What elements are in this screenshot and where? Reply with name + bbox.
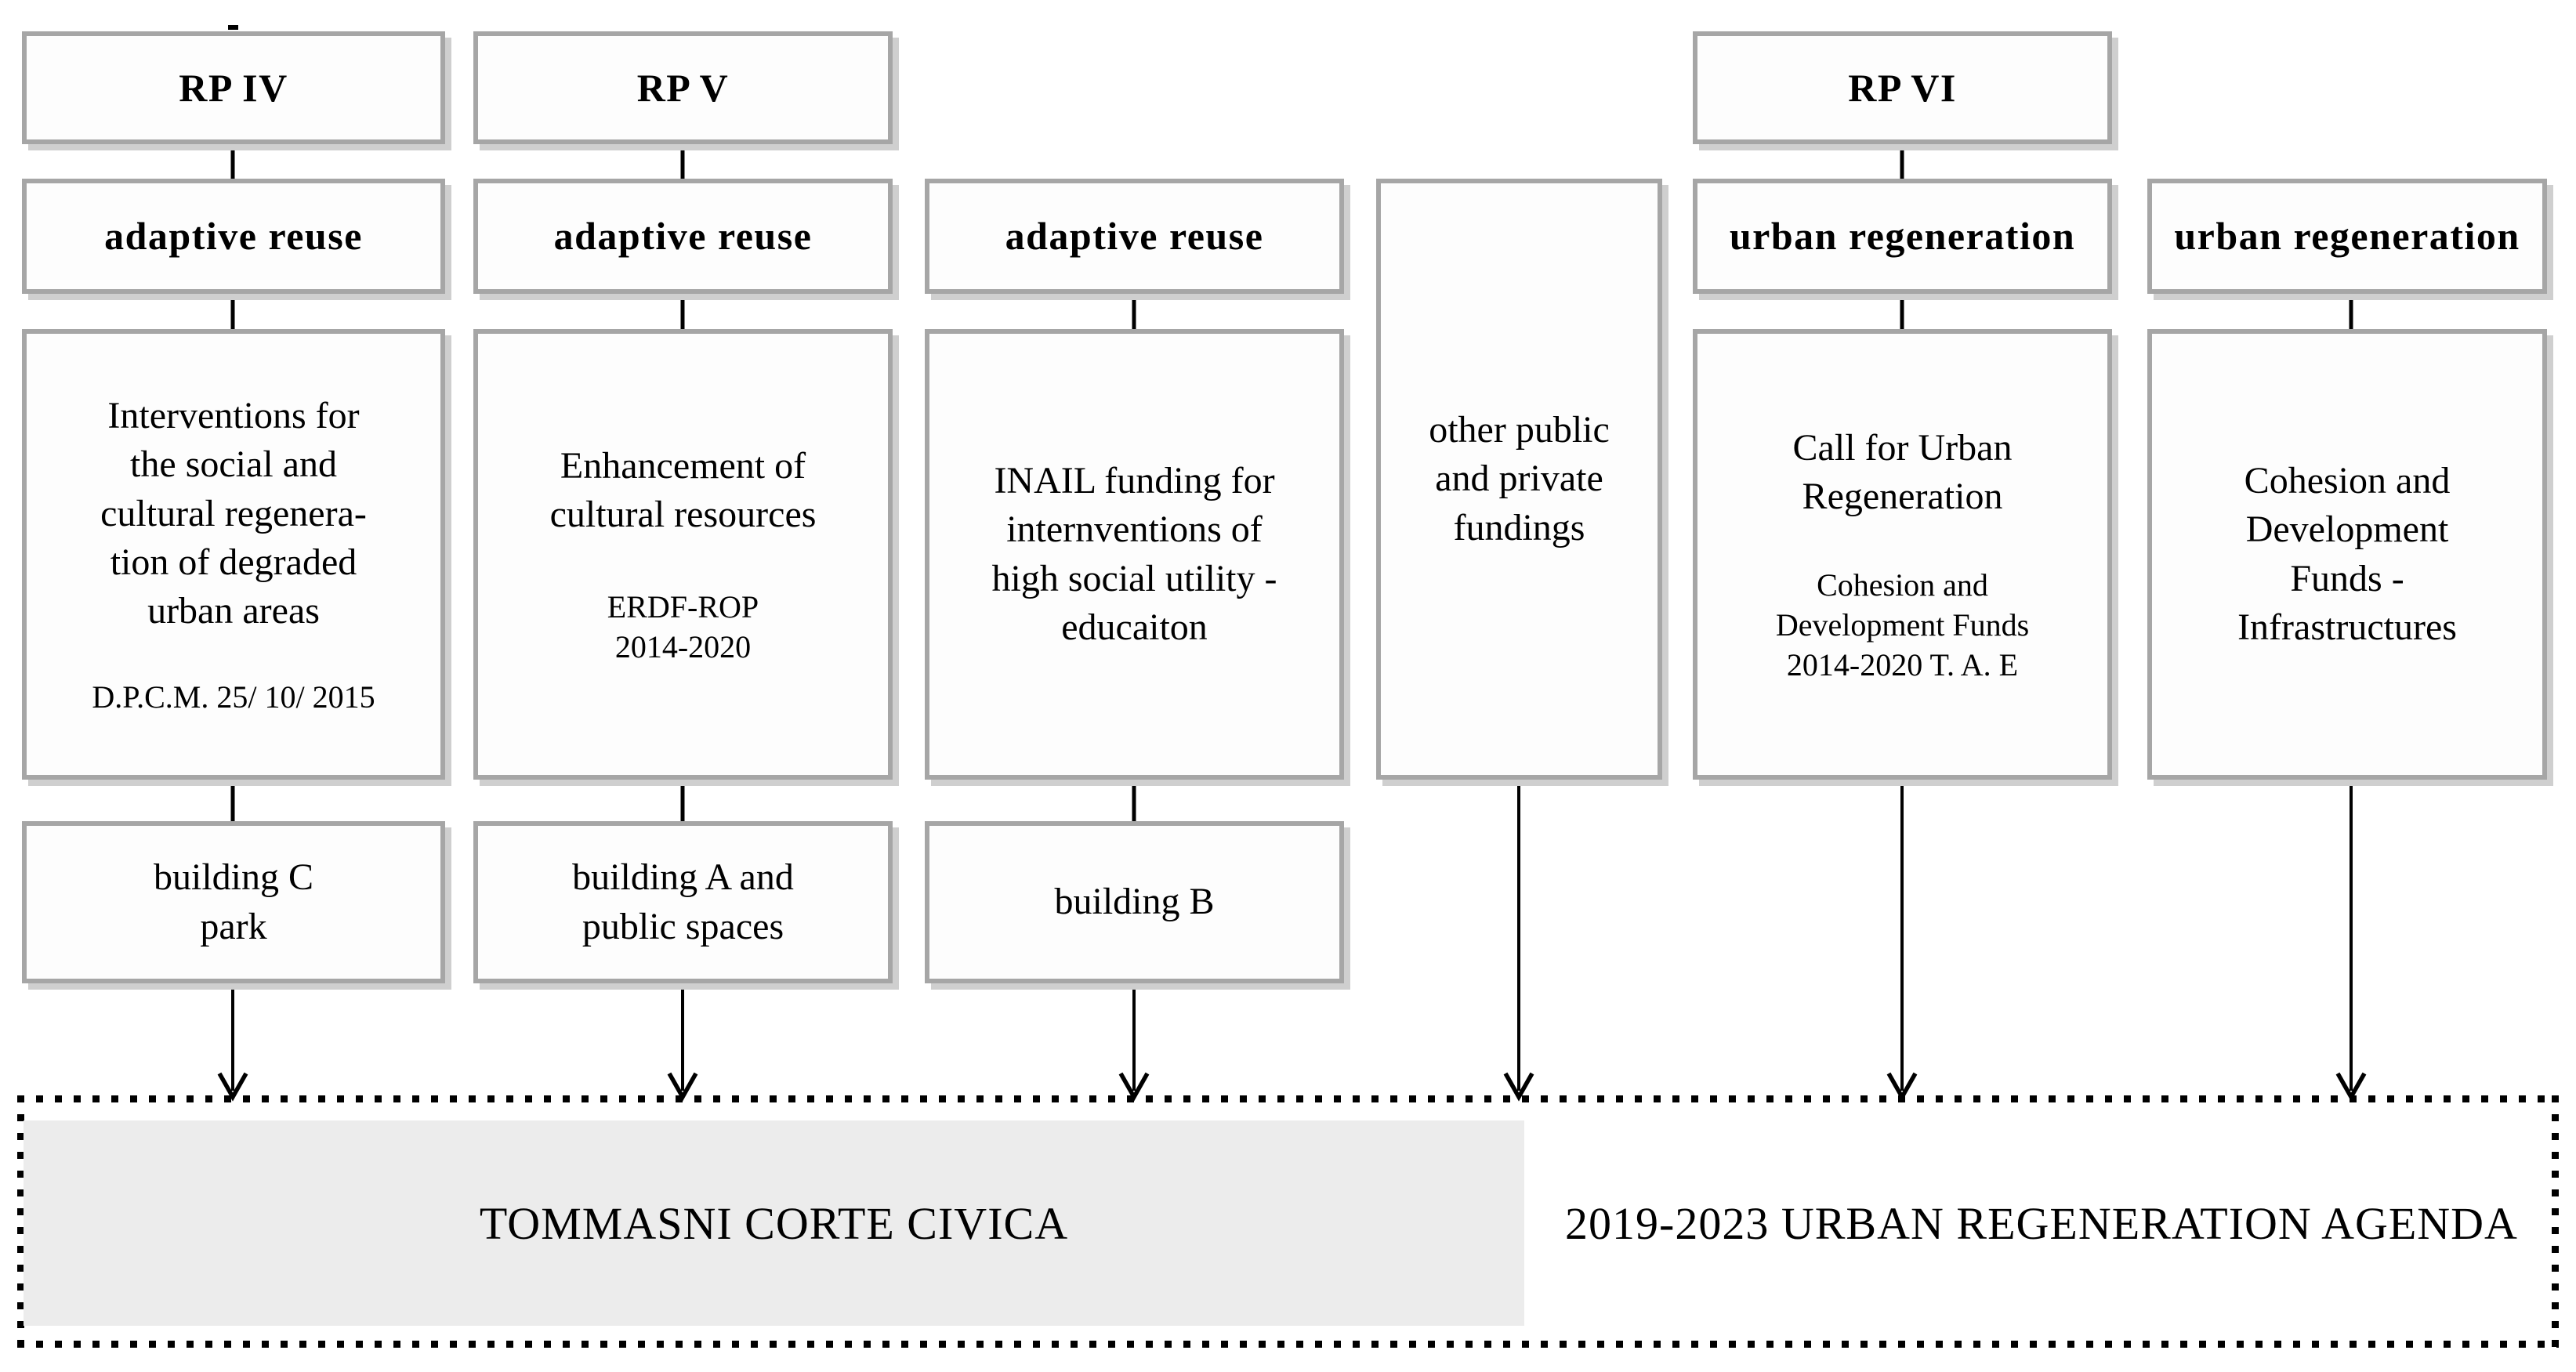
category-label: adaptive reuse bbox=[104, 214, 363, 258]
source-box-enhancement: Enhancement of cultural resources ERDF-R… bbox=[473, 329, 893, 780]
project-banner-label: TOMMASNI CORTE CIVICA bbox=[479, 1197, 1069, 1249]
arrowhead-col2-icon bbox=[667, 1072, 698, 1102]
program-label: RP VI bbox=[1848, 65, 1957, 110]
agenda-banner: 2019-2023 URBAN REGENERATION AGENDA bbox=[1528, 1120, 2555, 1326]
agenda-banner-label: 2019-2023 URBAN REGENERATION AGENDA bbox=[1565, 1197, 2518, 1249]
building-box-a-public-spaces: building A and public spaces bbox=[473, 821, 893, 983]
building-label: building B bbox=[1054, 881, 1215, 923]
agenda-outline bbox=[17, 1095, 2559, 1348]
category-box-adaptive-reuse-2: adaptive reuse bbox=[473, 179, 893, 294]
dotted-border-right bbox=[2552, 1095, 2559, 1348]
dotted-border-top bbox=[17, 1095, 2559, 1102]
program-box-rp-v: RP V bbox=[473, 31, 893, 144]
building-box-c-park: building C park bbox=[22, 821, 445, 983]
category-label: urban regeneration bbox=[1729, 214, 2076, 258]
project-banner: TOMMASNI CORTE CIVICA bbox=[24, 1120, 1524, 1326]
building-label: building C park bbox=[153, 856, 314, 947]
source-main-text: Enhancement of cultural resources bbox=[549, 444, 817, 536]
source-sub-text: D.P.C.M. 25/ 10/ 2015 bbox=[92, 679, 375, 715]
top-edge-stub bbox=[228, 25, 238, 30]
arrowhead-col5-icon bbox=[1886, 1072, 1918, 1102]
arrowhead-col3-icon bbox=[1118, 1072, 1150, 1102]
dotted-border-bottom bbox=[17, 1341, 2559, 1348]
source-sub-text: Cohesion and Development Funds 2014-2020… bbox=[1775, 567, 2030, 682]
source-box-cohesion-funds: Cohesion and Development Funds - Infrast… bbox=[2147, 329, 2547, 780]
arrowhead-col6-icon bbox=[2335, 1072, 2367, 1102]
arrowhead-col1-icon bbox=[217, 1072, 248, 1102]
source-main-text: INAIL funding for internventions of high… bbox=[991, 459, 1277, 648]
category-label: adaptive reuse bbox=[1005, 214, 1264, 258]
building-box-b: building B bbox=[925, 821, 1344, 983]
category-label: urban regeneration bbox=[2174, 214, 2520, 258]
category-box-urban-regeneration-1: urban regeneration bbox=[1693, 179, 2112, 294]
program-label: RP V bbox=[636, 65, 730, 110]
source-sub-text: ERDF-ROP 2014-2020 bbox=[607, 588, 759, 664]
source-box-other-fundings: other public and private fundings bbox=[1376, 179, 1662, 780]
category-box-urban-regeneration-2: urban regeneration bbox=[2147, 179, 2547, 294]
program-box-rp-vi: RP VI bbox=[1693, 31, 2112, 144]
source-main-text: other public and private fundings bbox=[1429, 408, 1610, 548]
source-main-text: Call for Urban Regeneration bbox=[1792, 426, 2013, 518]
source-box-inail: INAIL funding for internventions of high… bbox=[925, 329, 1344, 780]
category-box-adaptive-reuse-3: adaptive reuse bbox=[925, 179, 1344, 294]
source-box-interventions: Interventions for the social and cultura… bbox=[22, 329, 445, 780]
source-main-text: Interventions for the social and cultura… bbox=[100, 394, 367, 632]
category-label: adaptive reuse bbox=[553, 214, 813, 258]
arrowhead-col4-icon bbox=[1503, 1072, 1534, 1102]
program-box-rp-iv: RP IV bbox=[22, 31, 445, 144]
building-label: building A and public spaces bbox=[572, 856, 794, 947]
dotted-border-left bbox=[17, 1095, 24, 1348]
category-box-adaptive-reuse-1: adaptive reuse bbox=[22, 179, 445, 294]
program-label: RP IV bbox=[179, 65, 288, 110]
source-main-text: Cohesion and Development Funds - Infrast… bbox=[2237, 459, 2457, 648]
source-box-call-urban-regeneration: Call for Urban Regeneration Cohesion and… bbox=[1693, 329, 2112, 780]
